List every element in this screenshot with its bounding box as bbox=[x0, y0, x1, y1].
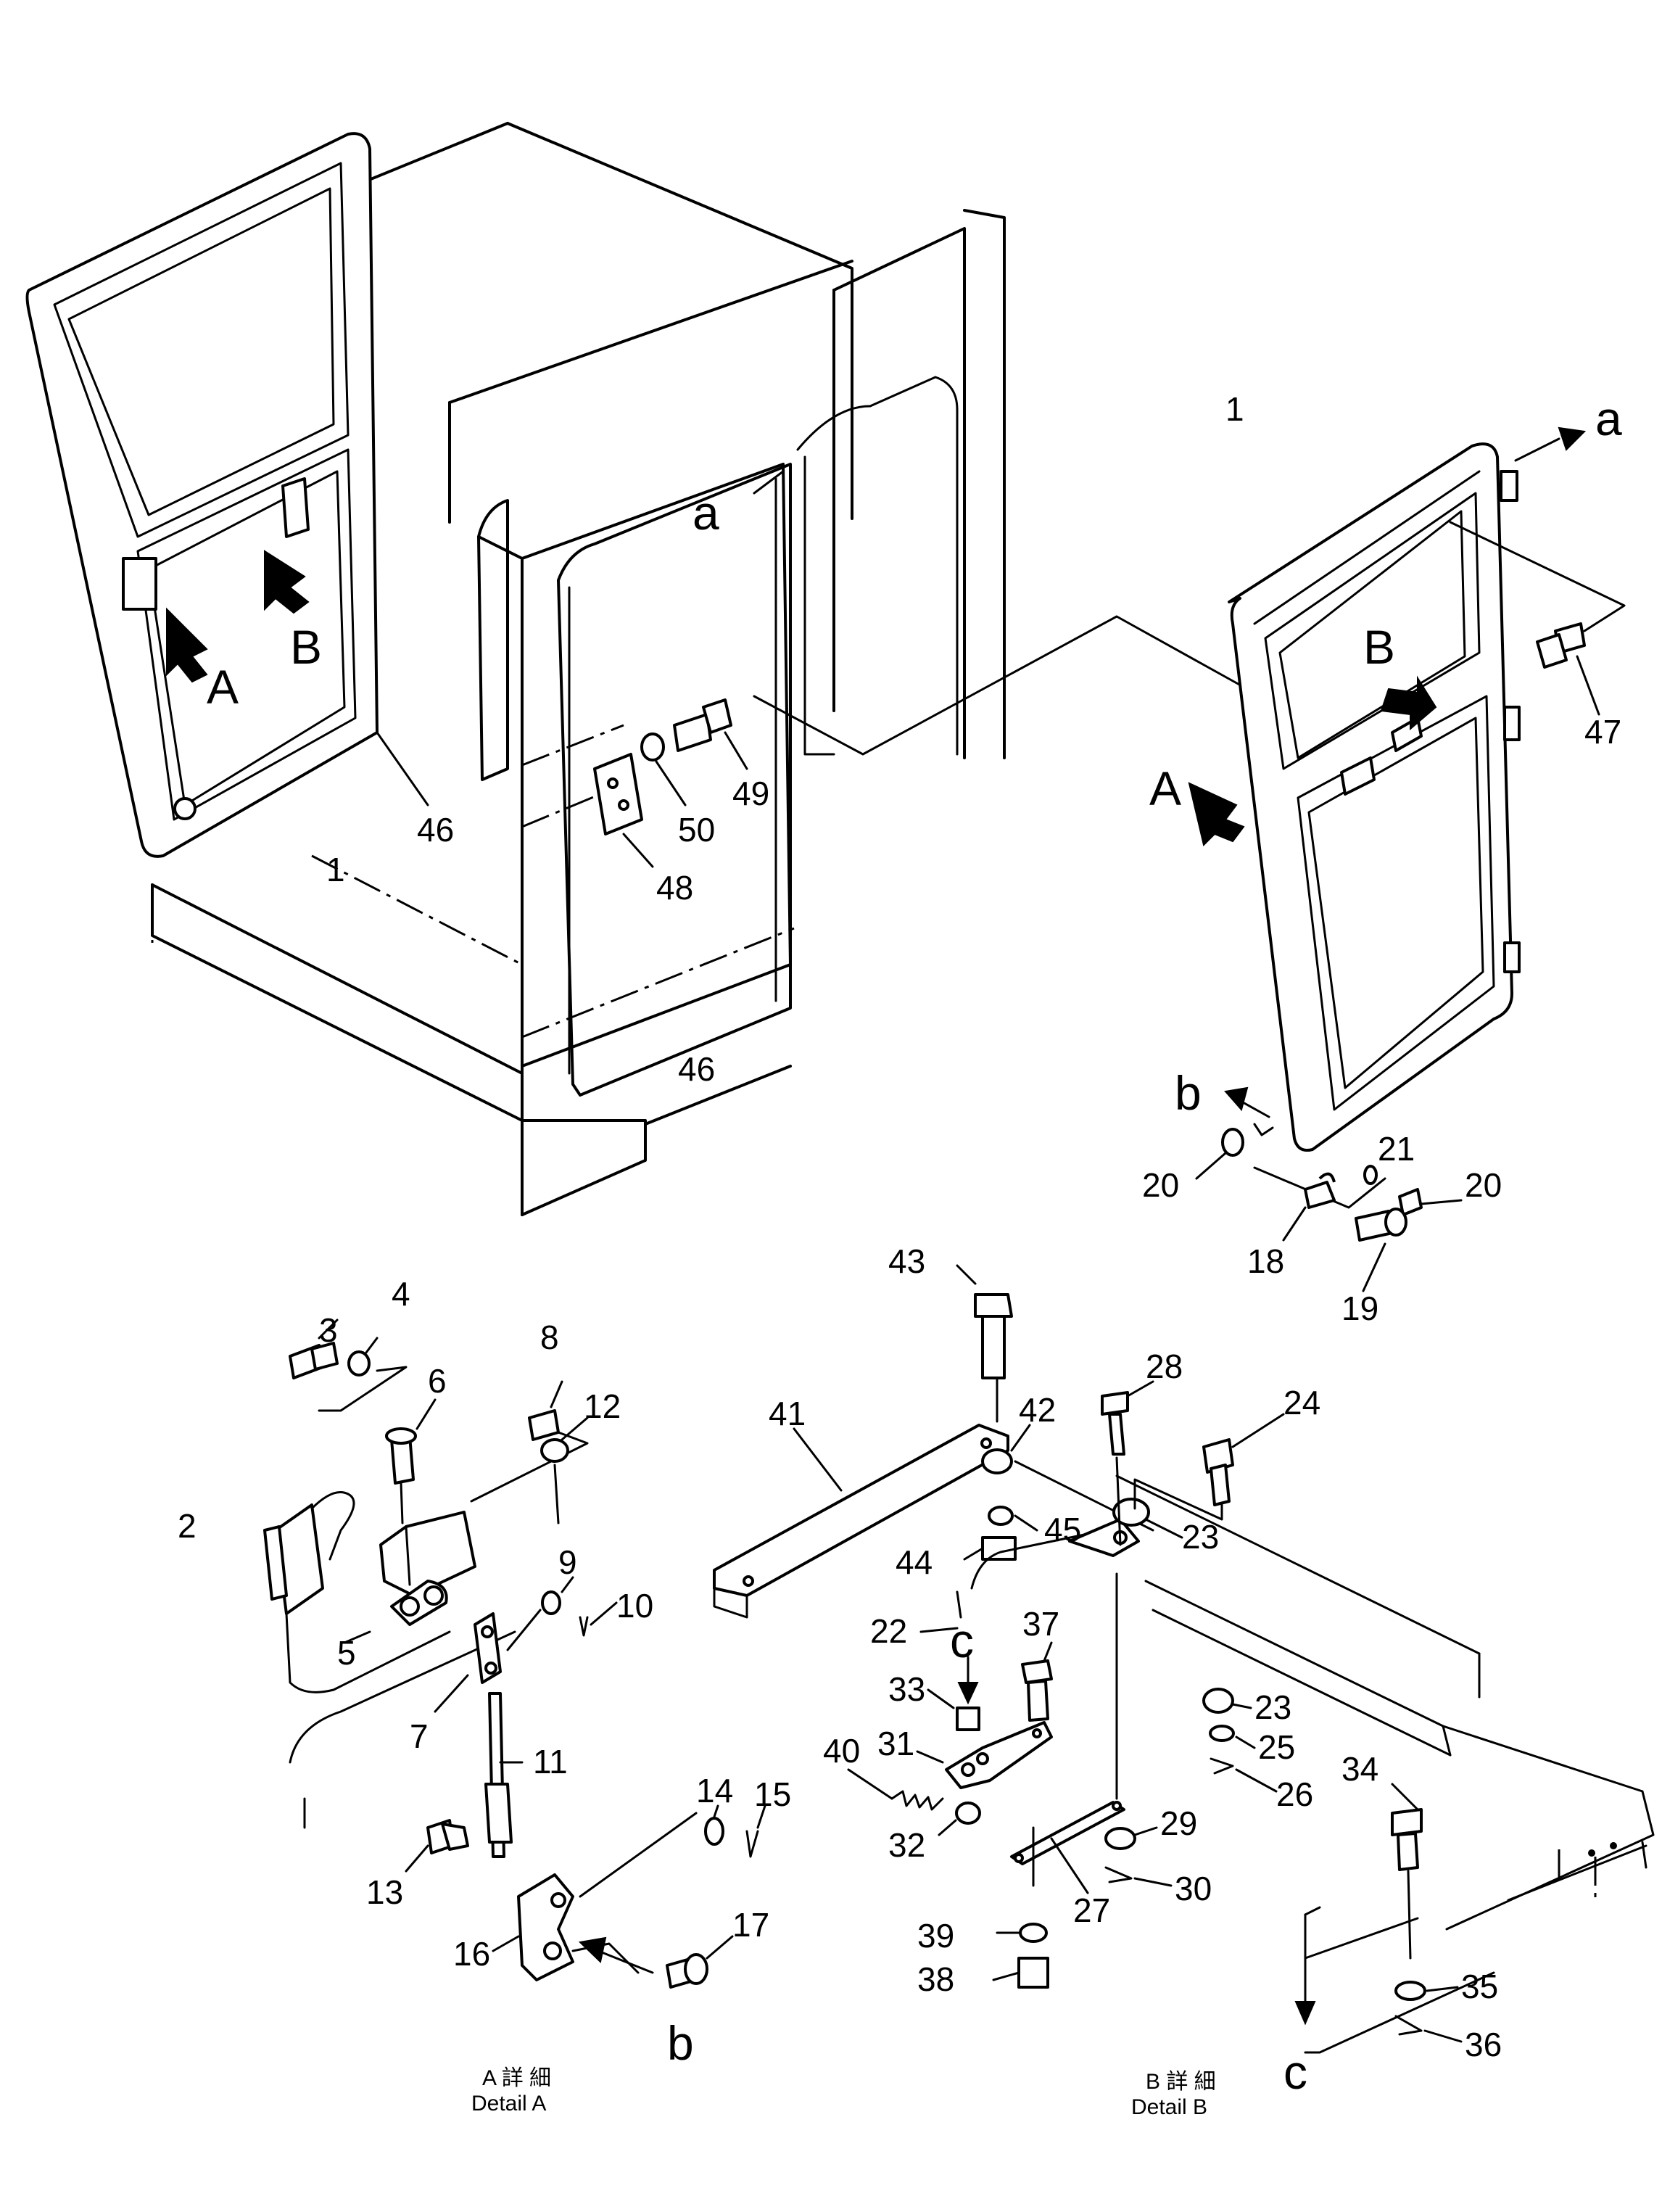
view-label-A-door: A bbox=[1149, 762, 1181, 815]
callout-26: 26 bbox=[1276, 1775, 1313, 1813]
callout-13: 13 bbox=[366, 1873, 403, 1911]
callout-44: 44 bbox=[896, 1543, 933, 1581]
callout-25: 25 bbox=[1258, 1728, 1295, 1766]
callout-12: 12 bbox=[584, 1387, 621, 1425]
callout-20-left: 20 bbox=[1142, 1166, 1179, 1204]
callout-5: 5 bbox=[337, 1634, 356, 1672]
washer-50 bbox=[640, 732, 687, 806]
hinge-plate-48 bbox=[593, 753, 654, 868]
callout-8: 8 bbox=[540, 1318, 559, 1356]
callout-15: 15 bbox=[754, 1775, 791, 1813]
callout-31: 31 bbox=[877, 1725, 914, 1762]
callout-1-cab: 1 bbox=[326, 851, 345, 888]
callout-34: 34 bbox=[1341, 1750, 1378, 1788]
arrow-label-c-bottom: c bbox=[1283, 2045, 1307, 2099]
callout-38: 38 bbox=[917, 1960, 954, 1998]
callout-21: 21 bbox=[1378, 1130, 1415, 1168]
callout-32: 32 bbox=[888, 1826, 925, 1864]
detail-a-caption-jp: A 詳 細 bbox=[482, 2066, 551, 2090]
arrow-label-b-detail: b bbox=[667, 2016, 694, 2070]
arrow-label-b-door: b bbox=[1175, 1066, 1202, 1120]
callout-46-upper: 46 bbox=[417, 811, 454, 849]
callout-37: 37 bbox=[1022, 1605, 1059, 1643]
detail-b bbox=[713, 1264, 1655, 2054]
view-label-A-cab: A bbox=[207, 660, 239, 714]
callout-2: 2 bbox=[178, 1507, 197, 1545]
detail-a-caption-en: Detail A bbox=[471, 2092, 546, 2116]
callout-1-door: 1 bbox=[1225, 390, 1244, 428]
callout-17: 17 bbox=[732, 1906, 769, 1944]
callout-6: 6 bbox=[428, 1362, 447, 1400]
bolt-47 bbox=[1536, 622, 1600, 716]
callout-18: 18 bbox=[1247, 1242, 1284, 1280]
callout-42: 42 bbox=[1019, 1391, 1056, 1429]
callout-11: 11 bbox=[533, 1743, 568, 1780]
callout-10: 10 bbox=[616, 1587, 653, 1625]
view-label-B-cab: B bbox=[290, 620, 322, 674]
bolt-49 bbox=[673, 698, 748, 770]
door-bottom-parts bbox=[1195, 1123, 1463, 1292]
callout-30: 30 bbox=[1175, 1870, 1212, 1907]
callout-48: 48 bbox=[656, 869, 693, 907]
view-label-B-door: B bbox=[1363, 620, 1395, 674]
cab-body bbox=[151, 122, 1006, 1216]
callout-20-right: 20 bbox=[1465, 1166, 1502, 1204]
callout-labels: 1 1 2 3 4 5 6 7 8 9 10 11 12 13 14 15 16… bbox=[178, 390, 1621, 2063]
callout-16: 16 bbox=[453, 1935, 490, 1973]
callout-50: 50 bbox=[678, 811, 715, 849]
callout-43: 43 bbox=[888, 1242, 925, 1280]
callout-23-upper: 23 bbox=[1182, 1518, 1219, 1556]
arrow-label-c-top: c bbox=[950, 1614, 974, 1667]
detail-captions: A 詳 細 Detail A B 詳 細 Detail B bbox=[471, 2066, 1216, 2119]
detail-a bbox=[263, 1318, 766, 1989]
callout-29: 29 bbox=[1160, 1804, 1197, 1842]
callout-19: 19 bbox=[1341, 1289, 1378, 1327]
callout-7: 7 bbox=[410, 1717, 429, 1755]
callout-27: 27 bbox=[1073, 1891, 1110, 1929]
callout-9: 9 bbox=[558, 1543, 577, 1581]
callout-33: 33 bbox=[888, 1670, 925, 1708]
arrow-label-a-door: a bbox=[1595, 392, 1622, 445]
callout-35: 35 bbox=[1461, 1968, 1498, 2005]
callout-41: 41 bbox=[769, 1395, 806, 1432]
callout-40: 40 bbox=[823, 1732, 860, 1770]
callout-14: 14 bbox=[696, 1772, 733, 1809]
callout-39: 39 bbox=[917, 1917, 954, 1955]
callout-24: 24 bbox=[1283, 1384, 1320, 1421]
detail-b-caption-jp: B 詳 細 bbox=[1146, 2070, 1216, 2094]
callout-47: 47 bbox=[1584, 713, 1621, 751]
callout-36: 36 bbox=[1465, 2026, 1502, 2063]
cab-door-left bbox=[25, 132, 429, 858]
callout-23-lower: 23 bbox=[1254, 1688, 1291, 1726]
view-letters: A B A B a a b b c c bbox=[207, 392, 1622, 2099]
callout-45: 45 bbox=[1044, 1511, 1081, 1548]
callout-4: 4 bbox=[392, 1275, 410, 1313]
callout-3: 3 bbox=[319, 1311, 338, 1349]
callout-28: 28 bbox=[1146, 1348, 1183, 1385]
arrow-label-a-cab: a bbox=[692, 486, 719, 540]
callout-22: 22 bbox=[870, 1612, 907, 1650]
callout-49: 49 bbox=[732, 775, 769, 812]
callout-46-lower: 46 bbox=[678, 1050, 715, 1088]
detail-b-caption-en: Detail B bbox=[1131, 2095, 1207, 2119]
door-assembly-right bbox=[1188, 426, 1626, 1152]
